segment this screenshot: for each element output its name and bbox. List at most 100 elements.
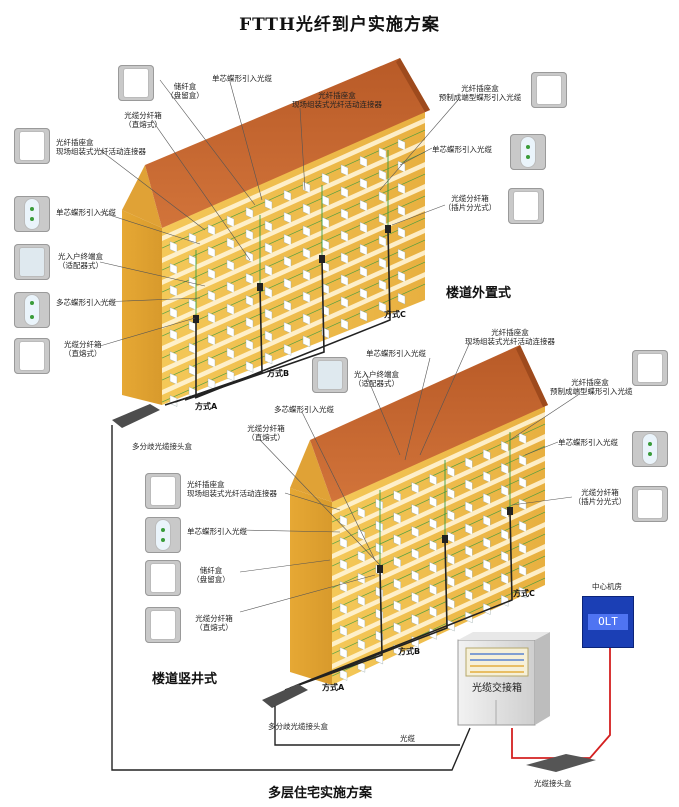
cabinet-label: 光缆交接箱 (472, 683, 522, 694)
top-floor-band (162, 184, 425, 307)
bottom-splice-box: 储纤盒（盘留盒） (186, 566, 236, 584)
top-way-a: 方式A (195, 402, 218, 411)
cable-joint-label: 光缆接头盒 (534, 779, 572, 788)
scheme-top-label: 楼道外置式 (446, 286, 512, 301)
top-floor-band (162, 118, 425, 241)
olt-device: OLT (582, 596, 634, 648)
bottom-terminal-box-sub: （适配器式） (354, 379, 399, 388)
top-single-cable-c: 单芯蝶形引入光缆 (56, 208, 116, 217)
top-socket-field-b-sub: 现场组装式光纤活动连接器 (56, 147, 146, 156)
top-building-cables (164, 229, 391, 406)
split-box-thumb (14, 338, 50, 374)
bottom-building-cables (284, 511, 513, 691)
top-way-b: 方式B (267, 369, 290, 378)
central-office-label: 中心机房 (592, 582, 622, 591)
single-cable-d-thumb (145, 517, 181, 553)
bottom-cable-joint (262, 684, 308, 708)
bottom-way-b: 方式B (398, 647, 421, 656)
top-splice-box-sub: （盘留盒） (166, 91, 204, 100)
bottom-socket-field-a-text: 光纤插座盒 (491, 328, 529, 337)
bottom-floor-band (332, 522, 545, 625)
top-split-box-c-text: 光缆分纤箱 (451, 194, 489, 203)
socket-box-thumb (14, 128, 50, 164)
bottom-socket-field-b-text: 光纤插座盒 (187, 480, 225, 489)
splice-box-thumb (118, 65, 154, 101)
bottom-split-box-a-sub: （直熔式） (247, 433, 285, 442)
top-window (359, 309, 368, 322)
single-cable-thumb (14, 196, 50, 232)
bottom-split-box-c-text: 光缆分纤箱 (581, 488, 619, 497)
socket-pre-thumb (531, 72, 567, 108)
bottom-terminal-box: 光入户终端盒（适配器式） (354, 370, 399, 388)
top-split-boxes (193, 225, 391, 323)
top-split-box-b-text: 光缆分纤箱 (64, 340, 102, 349)
bottom-building-front-wall (332, 405, 545, 685)
top-floor-band (162, 206, 425, 329)
bottom-building (262, 345, 548, 708)
footer-title: 多层住宅实施方案 (268, 786, 373, 801)
bottom-split-box-b-text: 光缆分纤箱 (195, 614, 233, 623)
bottom-single-cable-a: 单芯蝶形引入光缆 (366, 349, 426, 358)
top-building-roof-edge (396, 58, 430, 112)
top-building-floors (161, 118, 426, 407)
top-splice-box-label: 储纤盒（盘留盒） (160, 82, 210, 100)
bottom-floor-band (332, 544, 545, 647)
bottom-green-cable (331, 555, 546, 655)
bottom-split-box-a: 光缆分纤箱（直熔式） (238, 424, 294, 442)
top-building (112, 58, 430, 428)
multi-cable-thumb (14, 292, 50, 328)
bottom-split-box-c: 光缆分纤箱（插片分光式） (572, 488, 628, 506)
bottom-joint: 多分歧光缆接头盒 (268, 722, 328, 731)
top-socket-field-a: 光纤插座盒现场组装式光纤活动连接器 (262, 91, 412, 109)
bottom-window (483, 603, 491, 615)
cable-to-joint (111, 425, 471, 771)
bottom-floor-band (332, 412, 545, 515)
bottom-floor-band (332, 478, 545, 581)
bottom-socket-pre-sub: 预制成端型蝶形引入光缆 (550, 387, 633, 396)
cross-connect-cabinet (457, 632, 550, 726)
top-single-cable-b: 单芯蝶形引入光缆 (432, 145, 492, 154)
top-window (264, 352, 273, 365)
bottom-terminal-box-text: 光入户终端盒 (354, 370, 399, 379)
top-window (169, 395, 178, 407)
top-window (340, 318, 349, 331)
top-floor-band (162, 228, 425, 351)
bottom-floor-band (332, 434, 545, 537)
socket-box-b-thumb (145, 473, 181, 509)
bottom-split-box-b: 光缆分纤箱（直熔式） (186, 614, 242, 632)
top-window (378, 301, 387, 314)
top-socket-field-a-text: 光纤插座盒 (318, 91, 356, 100)
bottom-way-a: 方式A (322, 683, 345, 692)
bottom-socket-pre-text: 光纤插座盒 (571, 378, 609, 387)
scheme-bottom-label: 楼道竖井式 (152, 672, 218, 687)
top-building-roof (145, 58, 430, 228)
top-window (283, 343, 292, 356)
bottom-floor-band (332, 500, 545, 603)
olt-red-link (511, 646, 611, 759)
bottom-socket-field-b-sub: 现场组装式光纤活动连接器 (187, 489, 277, 498)
top-socket-field-b: 光纤插座盒现场组装式光纤活动连接器 (56, 138, 146, 156)
bottom-socket-field-a-sub: 现场组装式光纤活动连接器 (465, 337, 555, 346)
socket-pre-b-thumb (632, 350, 668, 386)
top-terminal-box-text: 光入户终端盒 (58, 252, 103, 261)
bottom-floor-band (332, 566, 545, 669)
top-multi-cable: 多芯蝶形引入光缆 (56, 298, 116, 307)
top-splice-box-text: 储纤盒 (173, 82, 197, 91)
cable-bottom-joint (274, 706, 460, 746)
cable-joint-closure (526, 754, 596, 772)
bottom-way-c: 方式C (513, 589, 535, 598)
top-window (302, 335, 311, 348)
top-split-box-a-text: 光缆分纤箱 (124, 111, 162, 120)
top-way-c: 方式C (384, 310, 406, 319)
top-split-box-b-sub: （直熔式） (64, 349, 102, 358)
top-building-side-wall (122, 210, 162, 405)
olt-label: OLT (588, 614, 628, 630)
split-box-c-thumb (508, 188, 544, 224)
single-cable-c-thumb (632, 431, 668, 467)
top-socket-field-b-text: 光纤插座盒 (56, 138, 94, 147)
bottom-multi-cable: 多芯蝶形引入光缆 (274, 405, 334, 414)
split-box-c-b-thumb (632, 486, 668, 522)
